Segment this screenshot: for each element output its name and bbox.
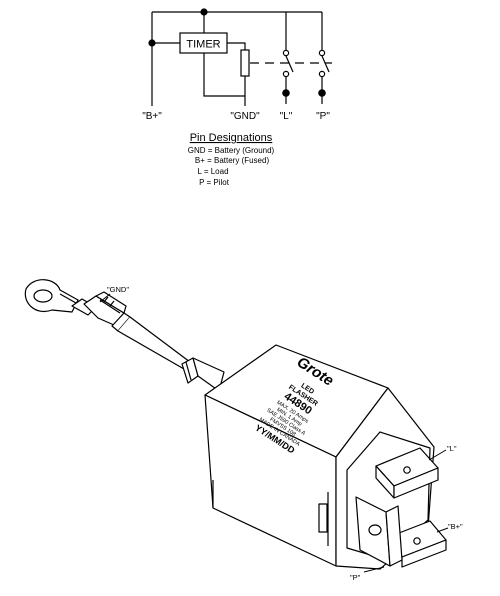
terminal-label-bplus: "B+" <box>142 111 162 122</box>
terminal-label-gnd: "GND" <box>230 111 260 122</box>
callout-pilot: "P" <box>350 573 361 582</box>
pin-designations: Pin Designations GND = Battery (Ground) … <box>188 132 275 187</box>
load-contact-blade <box>285 55 294 73</box>
ground-wire <box>117 316 225 392</box>
bplus-leader <box>436 527 449 533</box>
relay-coil <box>240 49 250 77</box>
terminal-label-load: "L" <box>280 111 293 122</box>
terminal-dot <box>318 89 326 97</box>
schematic-coil-feed <box>227 42 246 50</box>
timer-label: TIMER <box>186 39 220 51</box>
pin-line-gnd: GND = Battery (Ground) <box>188 146 275 155</box>
contact-terminal <box>282 49 290 57</box>
contact-terminal <box>318 70 326 78</box>
callout-leaders <box>99 293 449 573</box>
wire-connector <box>71 291 131 332</box>
ring-terminal <box>24 279 79 313</box>
gnd-leader <box>99 293 111 303</box>
callout-gnd: "GND" <box>107 285 129 294</box>
pin-line-pilot: P = Pilot <box>199 178 230 187</box>
contact-terminal <box>282 70 290 78</box>
terminal-blades <box>355 447 447 568</box>
schematic-timer-ground <box>203 53 245 97</box>
callout-bplus: "B+" <box>448 522 463 531</box>
contact-terminal <box>318 49 326 57</box>
product-drawing <box>24 279 449 573</box>
load-leader <box>428 449 447 461</box>
callout-load: "L" <box>447 444 457 453</box>
wiring-schematic <box>148 8 332 106</box>
pin-line-bplus: B+ = Battery (Fused) <box>195 156 270 165</box>
pilot-leader <box>363 566 385 573</box>
terminal-dot <box>282 89 290 97</box>
pin-designations-title: Pin Designations <box>190 132 273 144</box>
pin-line-load: L = Load <box>197 167 228 176</box>
terminal-label-pilot: "P" <box>316 111 330 122</box>
pilot-contact-blade <box>321 55 330 73</box>
